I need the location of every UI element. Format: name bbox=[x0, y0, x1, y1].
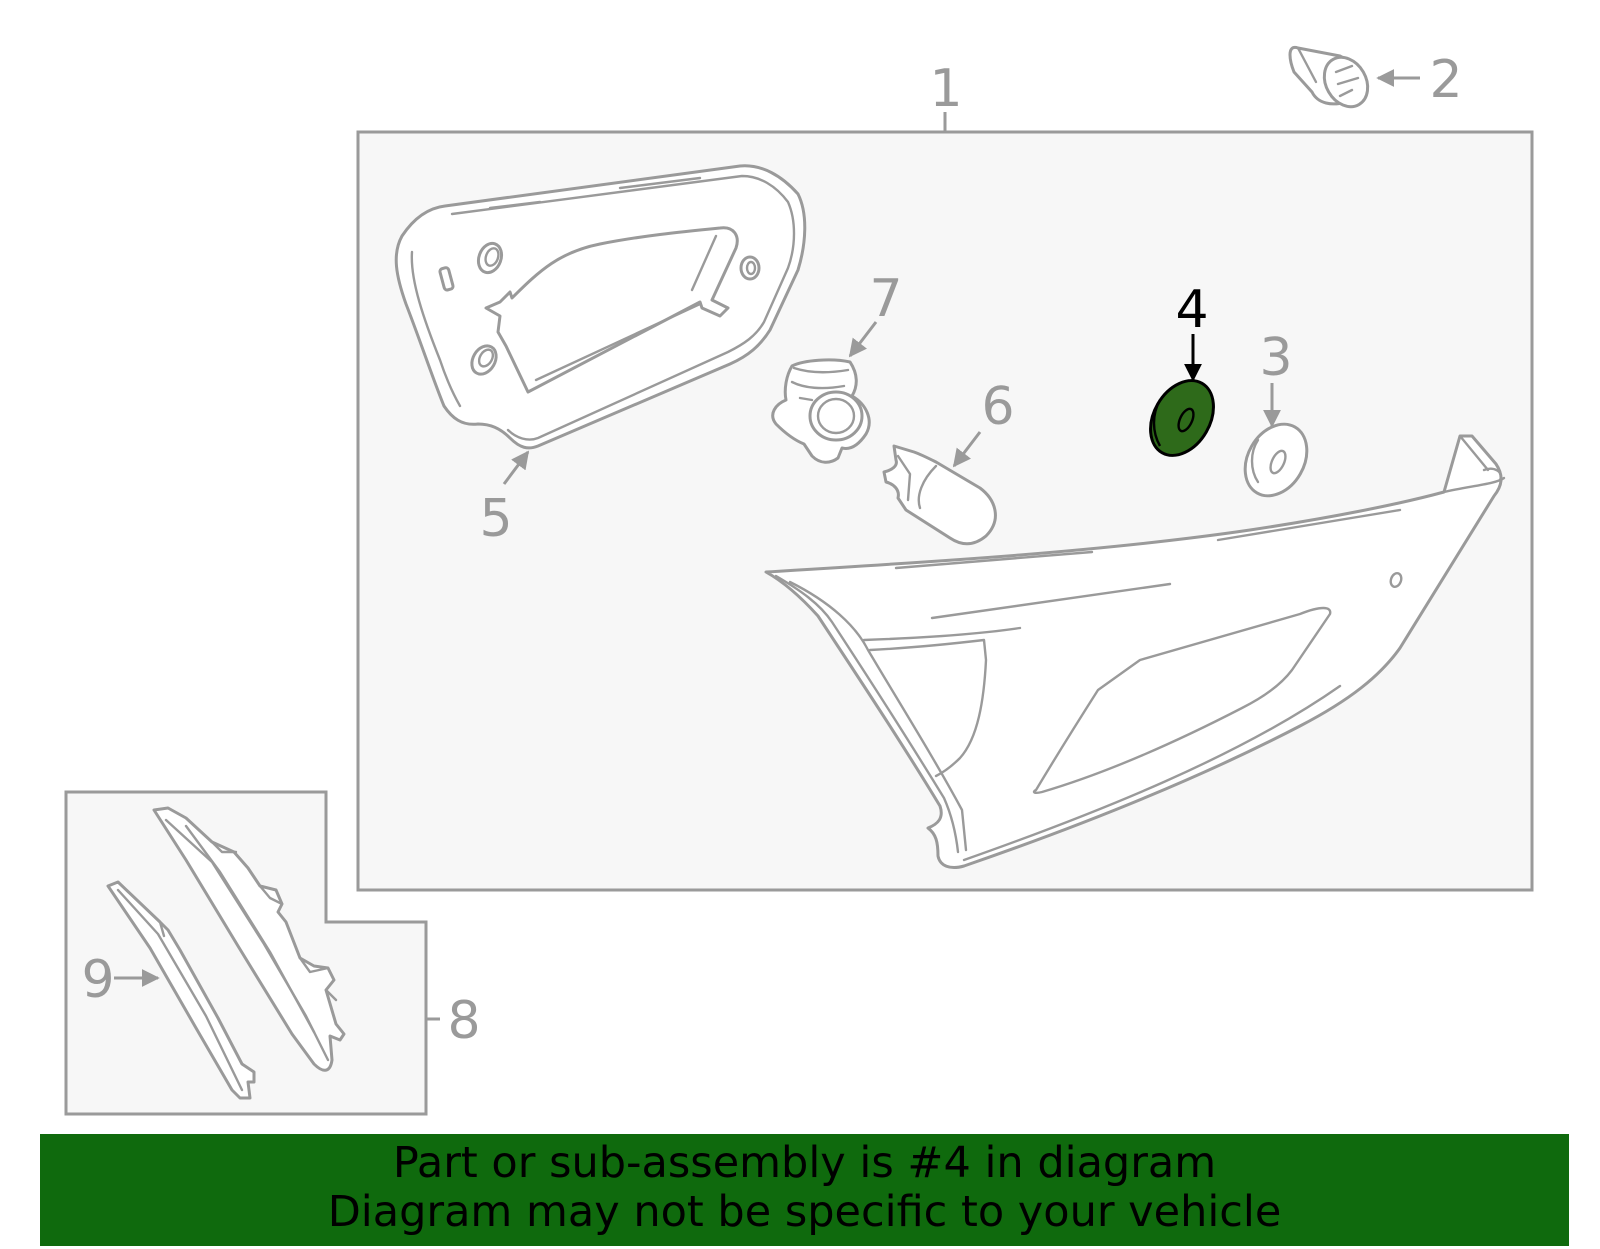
callout-9: 9 bbox=[81, 950, 114, 1010]
banner-line-2: Diagram may not be specific to your vehi… bbox=[327, 1187, 1282, 1237]
callout-8: 8 bbox=[447, 991, 480, 1051]
callout-7: 7 bbox=[869, 269, 902, 329]
callout-5: 5 bbox=[479, 489, 512, 549]
leader-6 bbox=[952, 431, 982, 468]
leader-5 bbox=[502, 450, 530, 485]
callout-2: 2 bbox=[1429, 50, 1462, 110]
grommet-part-4-highlighted[interactable] bbox=[1138, 369, 1226, 466]
callout-4: 4 bbox=[1175, 280, 1208, 340]
grommet-part-3 bbox=[1243, 422, 1309, 498]
trim-piece-8 bbox=[152, 806, 346, 1072]
banner-line-1: Part or sub-assembly is #4 in diagram bbox=[392, 1138, 1217, 1188]
tail-lamp-lens bbox=[764, 434, 1506, 870]
callout-6: 6 bbox=[981, 377, 1014, 437]
callout-3: 3 bbox=[1259, 328, 1292, 388]
screw-part-2 bbox=[1288, 45, 1370, 109]
callout-1: 1 bbox=[929, 59, 962, 119]
info-banner: Part or sub-assembly is #4 in diagram Di… bbox=[40, 1134, 1569, 1246]
trim-piece-9 bbox=[106, 880, 256, 1100]
socket-part-7 bbox=[771, 358, 871, 464]
bulb-part-6 bbox=[882, 444, 997, 546]
bracket-part-5 bbox=[394, 164, 807, 450]
leader-7 bbox=[848, 321, 878, 358]
